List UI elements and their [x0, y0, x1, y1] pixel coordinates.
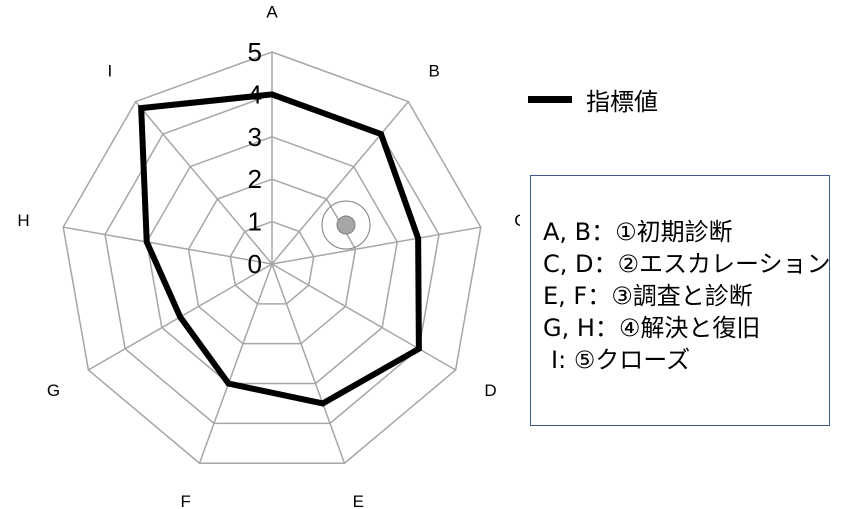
axis-label-D: D: [484, 381, 496, 400]
tick-label-0: 0: [248, 249, 262, 279]
axis-label-G: G: [47, 381, 60, 400]
axis-label-F: F: [181, 492, 191, 509]
grid-ring-5: [62, 51, 482, 464]
grid-ring-3: [145, 136, 399, 385]
phase-notes-box: A, B：①初期診断 C, D：②エスカレーション E, F：③調査と診断 G,…: [530, 175, 831, 426]
note-line-ef: E, F：③調査と診断: [543, 282, 753, 310]
grid-ring-1: [229, 220, 315, 305]
annotation-marker: [321, 200, 371, 250]
axis-label-H: H: [17, 211, 29, 230]
spoke-E: [271, 263, 346, 464]
radar-grid: [62, 51, 482, 464]
tick-label-5: 5: [248, 37, 262, 67]
tick-label-1: 1: [248, 207, 262, 237]
tick-label-2: 2: [248, 164, 262, 194]
legend-line-swatch: [528, 96, 572, 103]
legend: 指標値: [528, 82, 658, 117]
axis-label-I: I: [107, 62, 112, 81]
spoke-I: [135, 101, 273, 265]
axis-label-B: B: [428, 62, 439, 81]
legend-label: 指標値: [586, 88, 658, 116]
spoke-H: [63, 226, 273, 265]
note-line-gh: G, H：④解決と復旧: [543, 314, 761, 342]
axis-label-A: A: [266, 3, 278, 22]
axis-label-C: C: [514, 211, 520, 230]
series-layer: [138, 91, 422, 407]
axis-label-E: E: [353, 492, 364, 509]
spoke-C: [271, 226, 481, 265]
note-line-i: I: ⑤クローズ: [551, 346, 691, 374]
tick-label-3: 3: [248, 122, 262, 152]
spoke-F: [198, 263, 273, 464]
spoke-D: [271, 263, 456, 371]
marker-ring: [321, 200, 371, 250]
marker-dot: [336, 215, 356, 235]
series-line-0: [138, 91, 422, 407]
tick-labels: 0 1 2 3 4 5: [248, 37, 262, 279]
grid-ring-4: [104, 93, 440, 425]
note-line-cd: C, D：②エスカレーション: [543, 250, 831, 278]
spoke-B: [271, 101, 409, 265]
radar-chart: A B C D E F G H I 0 1 2 3 4 5: [17, 3, 520, 509]
tick-label-4: 4: [248, 79, 262, 109]
note-line-ab: A, B：①初期診断: [543, 218, 733, 246]
axis-labels: A B C D E F G H I: [17, 3, 520, 509]
